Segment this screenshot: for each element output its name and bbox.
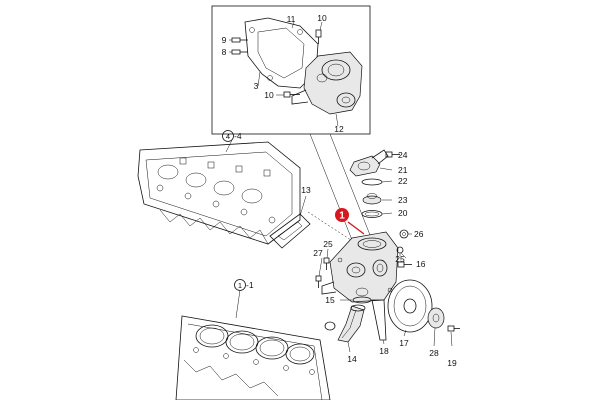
callout-27: 27 (313, 248, 323, 258)
callout-13: 13 (301, 185, 311, 195)
bolt-26 (399, 229, 412, 239)
callout-23: 23 (398, 195, 408, 205)
belt-18 (371, 299, 387, 345)
ref-4-4: 4 -4 (222, 130, 242, 142)
water-pump-housing (321, 231, 399, 303)
callout-16: 16 (416, 259, 426, 269)
hose-oring (324, 321, 336, 331)
ref-1-1: 1 -1 (234, 279, 254, 291)
inset-leader-left (309, 133, 353, 241)
cylinder-head (137, 139, 301, 245)
callout-10-upper: 10 (317, 13, 327, 23)
callout-labels: 11 10 9 8 3 10 12 13 24 21 22 23 20 26 2… (222, 13, 457, 368)
highlight-label: 1 (339, 211, 345, 222)
block-outline (175, 315, 331, 400)
callout-18: 18 (379, 346, 389, 356)
callout-19: 19 (447, 358, 457, 368)
callout-15: 15 (325, 295, 335, 305)
gasket-13 (269, 195, 311, 249)
callout-17: 17 (399, 338, 409, 348)
callout-28: 28 (429, 348, 439, 358)
cylinder-block (175, 289, 331, 400)
head-outline (137, 141, 301, 245)
part-22-gasket (361, 178, 383, 186)
bolt-25-right (396, 246, 404, 256)
ref-4-suffix: -4 (234, 131, 242, 141)
callout-10-lower: 10 (264, 90, 274, 100)
callout-21: 21 (398, 165, 408, 175)
ref-4-circle-text: 4 (226, 132, 230, 141)
bolt-19 (447, 325, 460, 347)
hose-14 (337, 304, 366, 353)
callout-26: 26 (414, 229, 424, 239)
highlight-callout-1: 1 (335, 208, 365, 235)
inset-bolt-10a (315, 29, 322, 44)
inset-bolt-10b (283, 91, 300, 98)
part-21-cover (349, 155, 381, 177)
inset-bolt-8 (231, 49, 248, 55)
pulley-28 (427, 307, 445, 347)
detail-inset (211, 5, 371, 135)
callout-25-right: 25 (395, 254, 405, 264)
callout-24: 24 (398, 150, 408, 160)
inset-housing (303, 51, 363, 115)
bolt-16 (397, 261, 412, 268)
thermostat-stack (349, 149, 400, 218)
callout-3: 3 (254, 81, 259, 91)
highlight-marker (335, 208, 349, 222)
callout-8: 8 (222, 47, 227, 57)
inset-bolt-9 (231, 37, 248, 43)
ref-1-suffix: -1 (246, 280, 254, 290)
bolt-25-upper (323, 257, 330, 270)
part-23-thermostat (362, 195, 382, 205)
inset-frame (211, 5, 371, 135)
pulley-17 (387, 279, 433, 337)
callout-12: 12 (334, 124, 344, 134)
inset-leader-right (329, 133, 373, 241)
inset-gasket-inner (257, 27, 305, 79)
callout-11: 11 (287, 14, 296, 24)
bolt-27 (315, 275, 322, 288)
callout-20: 20 (398, 208, 408, 218)
callout-22: 22 (398, 176, 408, 186)
ref-1-circle-text: 1 (238, 281, 242, 290)
gasket-15 (340, 296, 372, 304)
callout-14: 14 (347, 354, 357, 364)
callout-9: 9 (222, 35, 227, 45)
callout-25-left: 25 (323, 239, 333, 249)
